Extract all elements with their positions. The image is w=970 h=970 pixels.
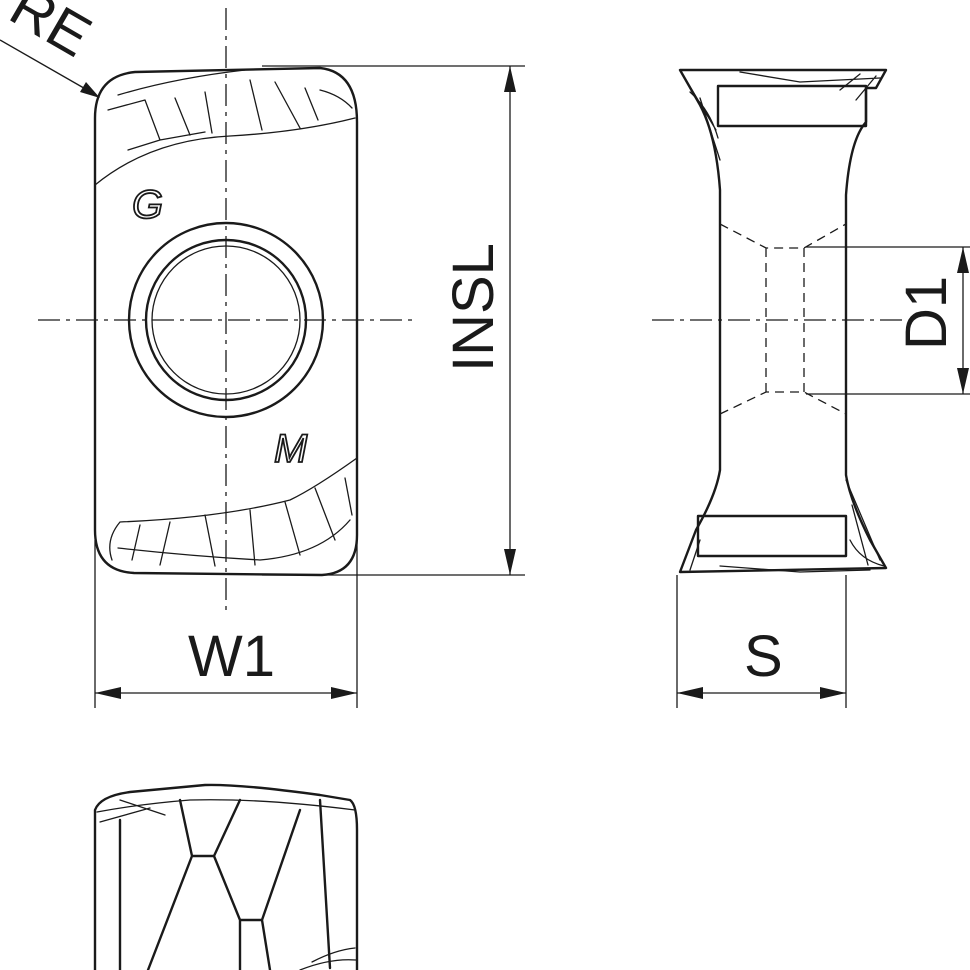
w1-label: W1 [188,624,275,689]
s-arrow-right [820,687,846,699]
insl-arrow-bottom [504,549,516,575]
edge-view [93,783,359,970]
w1-dimension: W1 [94,540,358,708]
grade-mark-m: M [274,427,308,471]
side-view-bottom-face [696,514,848,558]
w1-arrow-right [331,687,357,699]
d1-arrow-bottom [957,368,969,394]
re-dimension: RE [0,0,102,98]
grade-mark-g: G [132,183,163,227]
re-leader-line [0,39,97,96]
edge-view-corner-detail [299,947,357,970]
side-view-top-face [716,84,868,128]
s-arrow-left [677,687,703,699]
side-view-outline [678,68,888,574]
d1-arrow-top [957,247,969,273]
insl-label: INSL [441,243,506,372]
insl-arrow-top [504,66,516,92]
re-label: RE [0,0,102,70]
side-view-bottom-facets [689,479,885,573]
s-label: S [744,624,783,689]
side-view-hidden-hole [719,223,847,415]
side-view-top-facets [685,71,881,161]
w1-arrow-left [95,687,121,699]
edge-view-top-band [96,799,356,823]
front-view: G M [38,8,415,612]
s-dimension: S [676,575,847,708]
bottom-chip-breaker [109,457,358,567]
d1-label: D1 [894,276,959,350]
side-view [652,68,905,574]
edge-view-facets [118,798,332,970]
d1-dimension: D1 [806,246,970,395]
re-leader-arrow [80,82,100,98]
insl-dimension: INSL [262,65,525,576]
top-chip-breaker [94,69,356,186]
